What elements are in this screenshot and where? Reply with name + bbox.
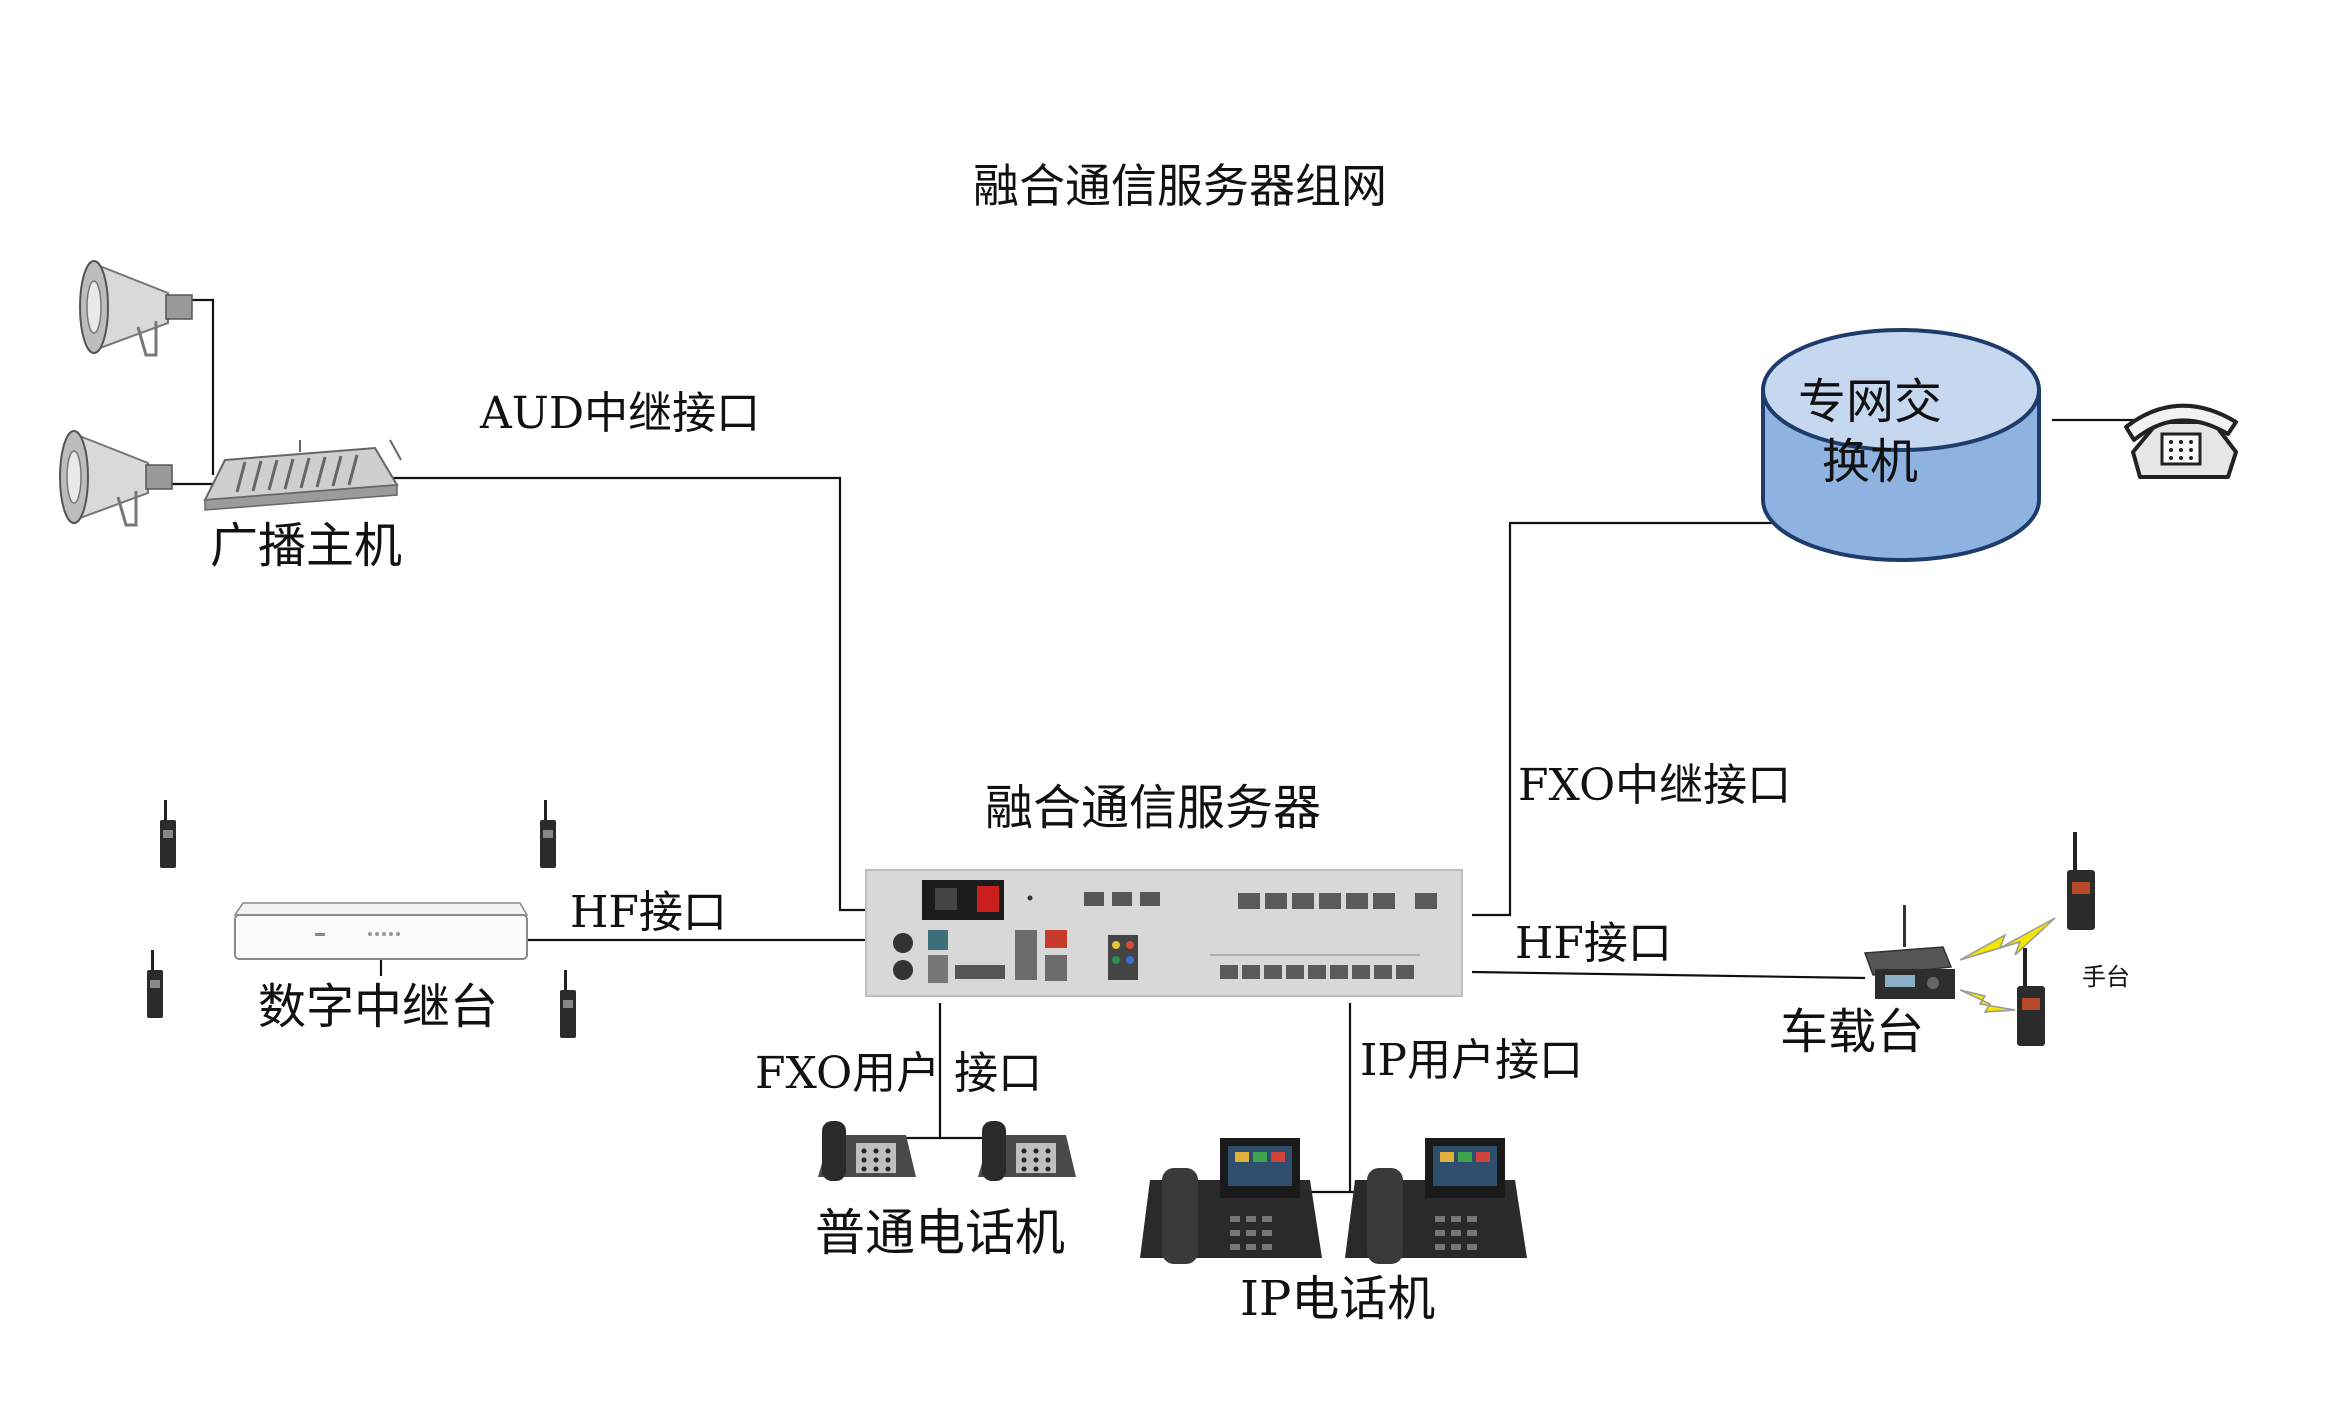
wire-horn1-console: [165, 298, 215, 475]
wire-fxo-trunk: [1472, 521, 1800, 917]
ip-phone-icon: [1140, 1138, 1322, 1264]
lightning-icon: [1959, 917, 2056, 961]
broadcast-host-label: 广播主机: [210, 518, 402, 574]
desk-phone-icon: [978, 1121, 1076, 1181]
walkie-talkie-icon: [560, 970, 576, 1038]
digital-repeater-label: 数字中继台: [258, 979, 498, 1035]
connection-lines: [140, 298, 2135, 1194]
walkie-talkie-icon: [147, 950, 163, 1018]
ip-phones-label: IP电话机: [1240, 1271, 1435, 1327]
horn-speaker-icon: [59, 430, 173, 527]
fxo-trunk-label: FXO中继接口: [1518, 760, 1791, 811]
analog-phones-label: 普通电话机: [815, 1204, 1065, 1262]
desk-phone-icon: [818, 1121, 916, 1181]
mixer-console-icon: [203, 439, 402, 511]
vehicle-radio-label: 车载台: [1780, 1004, 1924, 1060]
server-label: 融合通信服务器: [985, 780, 1321, 836]
private-switch-label-line2: 换机: [1822, 434, 1918, 490]
hf-left-label: HF接口: [570, 887, 727, 938]
horn-speaker-icon: [79, 260, 193, 357]
walkie-talkie-icon: [540, 800, 556, 868]
private-switch-icon: [1761, 328, 2041, 562]
walkie-talkie-icon: [2067, 832, 2095, 930]
walkie-talkie-icon: [2017, 948, 2045, 1046]
car-radio-icon: [1863, 905, 1955, 999]
private-switch-label-line1: 专网交: [1798, 374, 1942, 430]
repeater-box-icon: [233, 902, 529, 960]
hf-right-label: HF接口: [1515, 918, 1672, 969]
diagram-title: 融合通信服务器组网: [973, 159, 1387, 213]
server-panel-icon: [865, 869, 1463, 997]
wire-aud-trunk: [392, 476, 870, 912]
fxo-user-label: FXO用户 接口: [755, 1048, 1042, 1099]
rotary-phone-icon: [2124, 403, 2238, 479]
aud-trunk-label: AUD中继接口: [479, 388, 760, 439]
handheld-label: 手台: [2082, 963, 2130, 991]
ip-phone-icon: [1345, 1138, 1527, 1264]
lightning-icon: [1959, 989, 2016, 1013]
walkie-talkie-icon: [160, 800, 176, 868]
ip-user-label: IP用户接口: [1360, 1035, 1583, 1086]
wire-hf-right: [1471, 970, 1866, 980]
